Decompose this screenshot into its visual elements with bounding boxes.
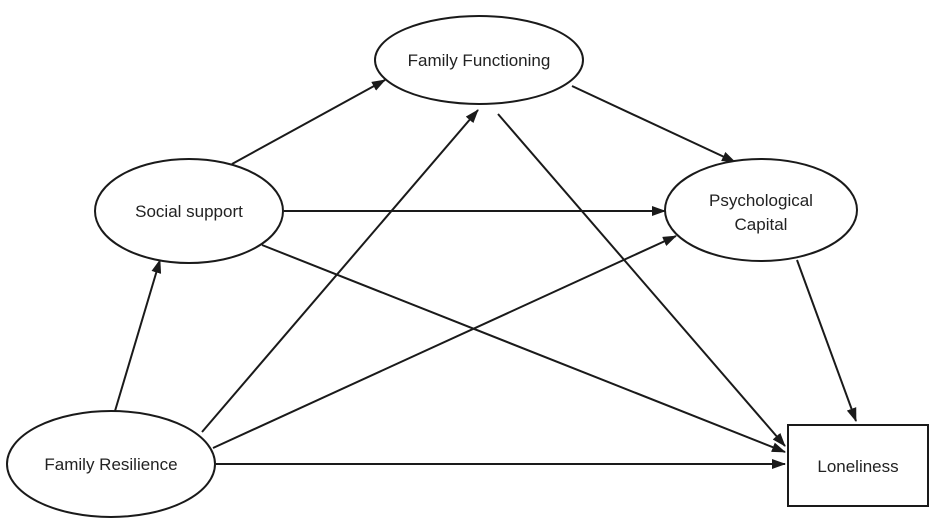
node-family-functioning-label: Family Functioning [408, 51, 551, 70]
edge-family-resilience-to-social-support [114, 259, 162, 412]
edge-family-functioning-to-loneliness [497, 113, 786, 447]
node-family-resilience: Family Resilience [6, 410, 216, 518]
edge-family-functioning-to-psychological-capital [571, 85, 736, 163]
node-loneliness-shape [787, 424, 929, 507]
node-loneliness: Loneliness [787, 424, 929, 507]
node-psychological-capital-shape [664, 158, 858, 262]
node-family-functioning: Family Functioning [374, 15, 584, 105]
node-psychological-capital: Psychological Capital [664, 158, 858, 262]
node-family-resilience-label: Family Resilience [44, 455, 177, 474]
node-family-resilience-shape [6, 410, 216, 518]
edge-family-resilience-to-family-functioning [201, 109, 479, 433]
edge-social-support-to-loneliness [261, 244, 786, 453]
node-psychological-capital-label-line1: Psychological [709, 191, 813, 210]
edge-psychological-capital-to-loneliness [796, 259, 857, 422]
node-social-support-shape [94, 158, 284, 264]
node-social-support: Social support [94, 158, 284, 264]
edge-family-resilience-to-psychological-capital [212, 235, 677, 449]
edge-social-support-to-family-functioning [231, 79, 386, 165]
node-family-functioning-shape [374, 15, 584, 105]
node-social-support-label: Social support [135, 202, 243, 221]
node-loneliness-label: Loneliness [817, 457, 898, 476]
node-psychological-capital-label-line2: Capital [735, 215, 788, 234]
edges [114, 79, 857, 469]
nodes: Family Functioning Social support Psycho… [6, 15, 929, 518]
